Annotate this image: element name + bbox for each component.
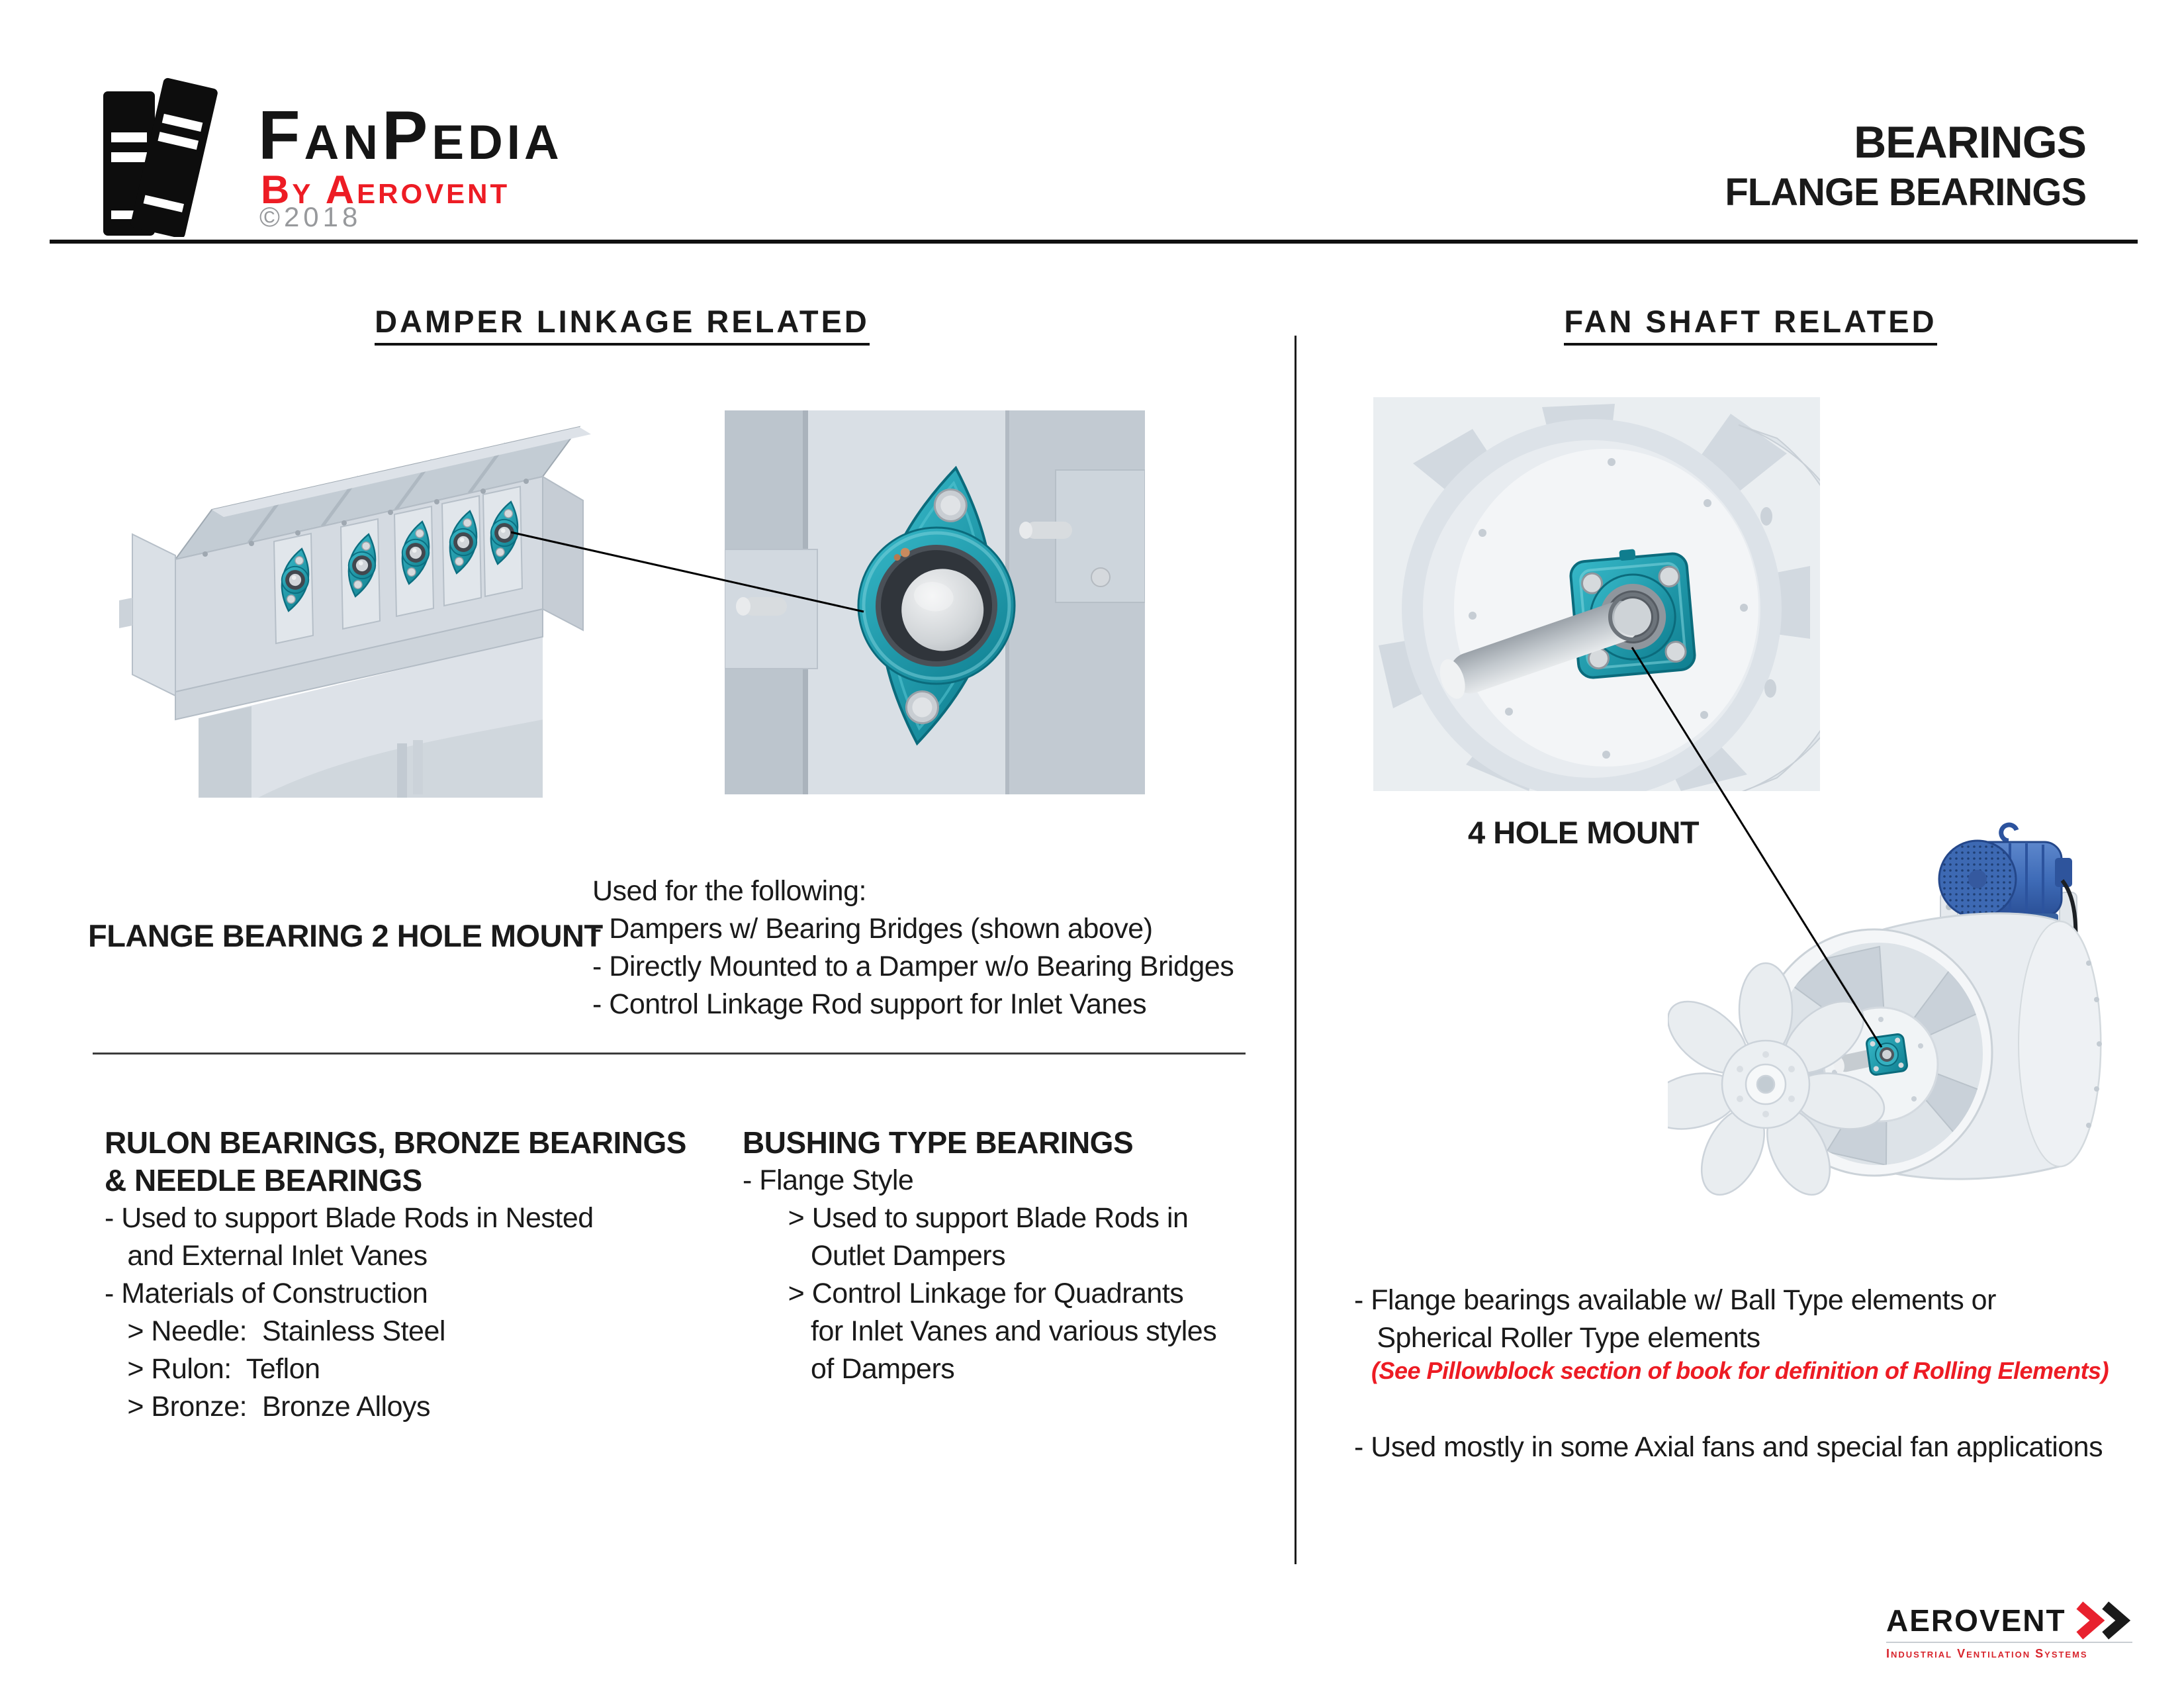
usage-line: - Control Linkage Rod support for Inlet …	[592, 988, 1147, 1020]
page-title: BEARINGS	[1854, 117, 2087, 167]
label-4-hole-mount: 4 HOLE MOUNT	[1468, 815, 1700, 850]
bushing-bearings-text-block: BUSHING TYPE BEARINGS - Flange Style > U…	[743, 1124, 1217, 1388]
usage-line: - Directly Mounted to a Damper w/o Beari…	[592, 951, 1234, 982]
flange-availability-line: - Flange bearings available w/ Ball Type…	[1354, 1284, 1996, 1316]
aerovent-footer-logo: AEROVENT Industrial Ventilation Systems	[1886, 1601, 2139, 1661]
section-heading-damper-linkage: DAMPER LINKAGE RELATED	[371, 303, 874, 346]
usage-line: Used for the following:	[592, 875, 866, 907]
rulon-line: - Materials of Construction	[105, 1278, 428, 1309]
rulon-bearings-text-block: RULON BEARINGS, BRONZE BEARINGS & NEEDLE…	[105, 1124, 686, 1426]
bushing-line: for Inlet Vanes and various styles	[743, 1315, 1217, 1347]
bushing-line: > Used to support Blade Rods in	[743, 1202, 1189, 1234]
bushing-heading: BUSHING TYPE BEARINGS	[743, 1125, 1134, 1160]
header-titles: BEARINGS FLANGE BEARINGS	[1522, 117, 2087, 214]
axial-usage-text: - Used mostly in some Axial fans and spe…	[1354, 1431, 2103, 1463]
logo-title: FanPedia	[258, 97, 563, 174]
label-2-hole-mount: FLANGE BEARING 2 HOLE MOUNT	[88, 918, 603, 953]
header-rule	[50, 240, 2138, 244]
rulon-line: - Used to support Blade Rods in Nested	[105, 1202, 594, 1234]
damper-assembly-image	[119, 426, 591, 798]
usage-text-block: Used for the following: - Dampers w/ Bea…	[592, 872, 1234, 1023]
flange-availability-line: Spherical Roller Type elements	[1354, 1322, 1760, 1354]
bushing-line: of Dampers	[743, 1353, 955, 1385]
section-heading-fan-shaft: FAN SHAFT RELATED	[1555, 303, 1946, 346]
logo-copyright: ©2018	[259, 201, 362, 232]
rulon-heading: RULON BEARINGS, BRONZE BEARINGS	[105, 1125, 686, 1160]
rulon-heading: & NEEDLE BEARINGS	[105, 1163, 422, 1197]
page-subtitle: FLANGE BEARINGS	[1725, 171, 2087, 214]
rulon-line: > Bronze: Bronze Alloys	[105, 1391, 431, 1423]
footer-tagline: Industrial Ventilation Systems	[1886, 1647, 2088, 1660]
logo-subtitle: By Aerovent	[261, 167, 510, 212]
footer-rule	[1886, 1642, 2132, 1643]
bushing-line: > Control Linkage for Quadrants	[743, 1278, 1184, 1309]
bushing-line: Outlet Dampers	[743, 1240, 1006, 1272]
vertical-divider	[1295, 336, 1297, 1564]
horizontal-divider	[93, 1053, 1246, 1055]
double-chevron-icon	[2076, 1601, 2130, 1640]
footer-brand: AEROVENT	[1886, 1603, 2066, 1638]
rulon-line: and External Inlet Vanes	[105, 1240, 428, 1272]
bushing-line: - Flange Style	[743, 1164, 914, 1196]
books-icon	[103, 77, 218, 237]
flange-bearing-2hole-closeup-image	[725, 410, 1145, 794]
pillowblock-note: (See Pillowblock section of book for def…	[1371, 1357, 2109, 1384]
usage-line: - Dampers w/ Bearing Bridges (shown abov…	[592, 913, 1153, 945]
fan-wheel-4hole-bearing-image	[1373, 397, 1820, 791]
axial-fan-with-motor-image	[1668, 822, 2102, 1196]
flange-availability-text: - Flange bearings available w/ Ball Type…	[1354, 1282, 1996, 1357]
rulon-line: > Needle: Stainless Steel	[105, 1315, 445, 1347]
rulon-line: > Rulon: Teflon	[105, 1353, 320, 1385]
